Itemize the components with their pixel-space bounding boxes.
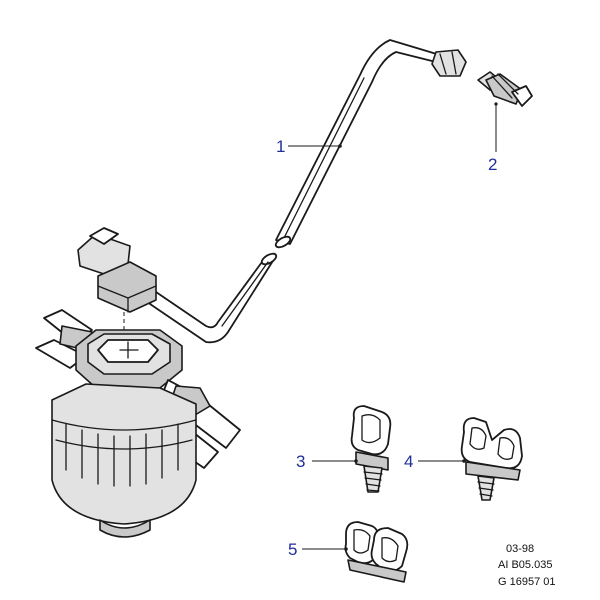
callout-3: 3 (296, 452, 306, 471)
leader-lines (288, 104, 497, 551)
pipe-clip-part-3 (350, 405, 392, 493)
callout-1: 1 (276, 137, 286, 156)
callout-5: 5 (288, 540, 298, 559)
callout-2: 2 (488, 155, 498, 174)
fuel-filter-assembly (35, 309, 241, 538)
drawing-number: G 16957 01 (498, 576, 556, 588)
fitting-part-2 (477, 71, 533, 107)
date-code: 03-98 (506, 543, 535, 555)
pipe-connector (77, 227, 157, 340)
fuel-pipe-part-1 (149, 39, 467, 344)
twin-clip-part-5 (344, 521, 409, 583)
double-pipe-clip-part-4 (460, 417, 523, 501)
illustration-ref: AI B05.035 (498, 559, 553, 571)
callout-4: 4 (404, 452, 414, 471)
